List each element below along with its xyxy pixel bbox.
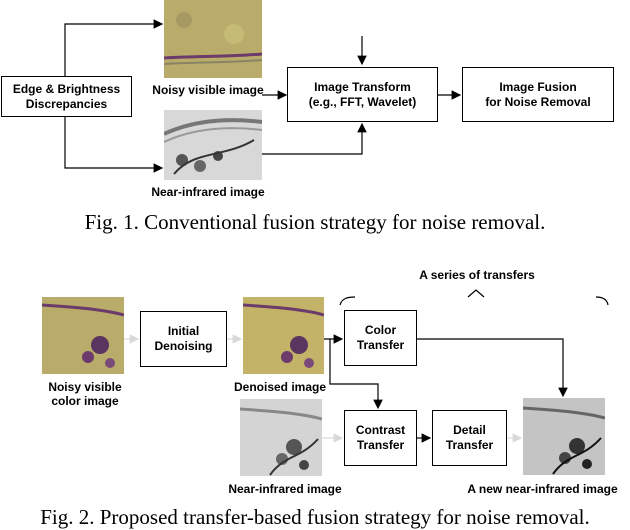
- series-brace-center: [467, 289, 485, 298]
- denoised-plate: [243, 297, 324, 374]
- edge-brightness-box: Edge & Brightness Discrepancies: [1, 76, 132, 117]
- new-nir-label: A new near-infrared image: [467, 482, 618, 496]
- denoised-to-contrast-arrow: [329, 339, 383, 410]
- image-fusion-box: Image Fusion for Noise Removal: [462, 67, 614, 122]
- edge-to-nir-line: [64, 116, 164, 173]
- series-brace-right: [595, 296, 609, 306]
- color-to-result-arrow: [417, 338, 568, 398]
- initial-denoising-box: Initial Denoising: [140, 311, 227, 367]
- fig1-connectors: [64, 19, 462, 173]
- noisy-color-label: Noisy visible color image: [48, 380, 122, 408]
- new-nir-image: [523, 398, 605, 475]
- nir-image-fig2: [240, 399, 322, 476]
- fig2-connectors: [124, 289, 609, 443]
- detail-transfer-box: Detail Transfer: [432, 410, 507, 466]
- denoised-label: Denoised image: [233, 380, 327, 394]
- image-transform-box: Image Transform (e.g., FFT, Wavelet): [287, 67, 438, 122]
- noisy-color-image: [42, 297, 124, 374]
- series-of-transfers-label: A series of transfers: [419, 268, 535, 282]
- fig2-caption: Fig. 2. Proposed transfer-based fusion s…: [40, 505, 590, 529]
- noisy-visible-image: [164, 0, 262, 78]
- nir-plate: [164, 110, 262, 180]
- nir-label-fig2: Near-infrared image: [228, 482, 342, 496]
- nir-to-transform-arrow: [262, 122, 367, 155]
- noisy-visible-label: Noisy visible image: [152, 83, 264, 97]
- edge-to-visible-line: [64, 19, 164, 76]
- contrast-transfer-box: Contrast Transfer: [344, 410, 417, 466]
- denoised-image: [243, 297, 324, 374]
- nir-image: [164, 110, 262, 180]
- fig1-caption: Fig. 1. Conventional fusion strategy for…: [84, 210, 546, 234]
- nir-label: Near-infrared image: [151, 185, 265, 199]
- noisy-color-plate: [42, 297, 124, 374]
- color-transfer-box: Color Transfer: [344, 310, 417, 366]
- new-nir-plate: [523, 398, 605, 475]
- noisy-visible-plate: [164, 0, 262, 78]
- series-brace: [339, 296, 356, 306]
- nir-plate-fig2: [240, 399, 322, 476]
